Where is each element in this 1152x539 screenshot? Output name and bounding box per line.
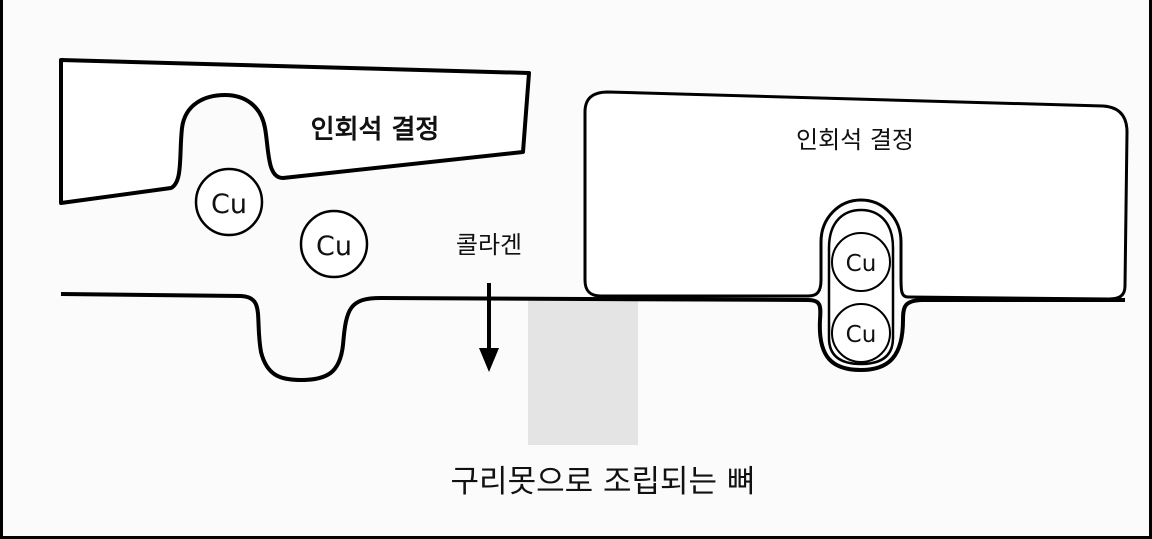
right-crystal-label: 인회석 결정 xyxy=(796,126,914,154)
cu-label: Cu xyxy=(846,322,877,348)
right-apatite-crystal xyxy=(583,90,1129,301)
collagen-strand xyxy=(60,292,1125,382)
cu-ion-circle xyxy=(194,167,264,237)
arrow-head xyxy=(479,348,499,372)
cu-ion-circle xyxy=(299,209,369,279)
cu-label: Cu xyxy=(211,189,247,220)
left-crystal-label: 인회석 결정 xyxy=(311,115,440,145)
cu-label: Cu xyxy=(846,251,877,277)
cu-ion-circle xyxy=(831,232,891,292)
scan-smudge xyxy=(528,300,638,445)
cu-ion-circle xyxy=(831,303,891,363)
left-apatite-crystal xyxy=(59,58,531,205)
figure-caption: 구리못으로 조립되는 뼈 xyxy=(451,464,756,500)
cu-label: Cu xyxy=(316,231,352,262)
bone-assembly-diagram: 인회석 결정 인회석 결정 콜라겐 Cu Cu Cu Cu 구리못으로 조립되는… xyxy=(59,58,1129,500)
collagen-label: 콜라겐 xyxy=(456,231,522,259)
